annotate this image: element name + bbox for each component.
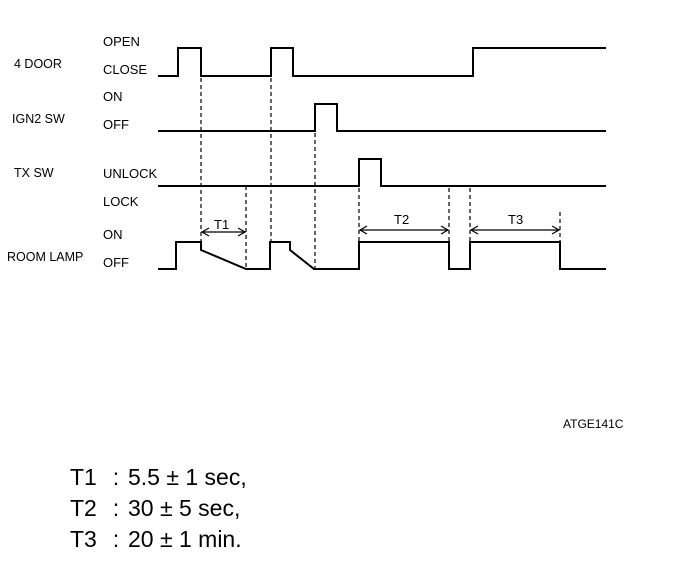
- timing-specs: T1:5.5 ± 1 sec, T2:30 ± 5 sec, T3:20 ± 1…: [70, 462, 247, 555]
- signal-label-ign2-sw: IGN2 SW: [12, 112, 65, 126]
- interval-label-t1: T1: [214, 217, 229, 232]
- state-label-off: OFF: [103, 117, 129, 132]
- state-label-unlock: UNLOCK: [103, 166, 158, 181]
- state-label-on: ON: [103, 89, 123, 104]
- signal-label-tx-sw: TX SW: [14, 166, 54, 180]
- figure-code: ATGE141C: [563, 417, 624, 431]
- interval-arrow-t1: [200, 227, 247, 237]
- signal-label-4-door: 4 DOOR: [14, 57, 62, 71]
- state-label-lamp-off: OFF: [103, 255, 129, 270]
- state-label-open: OPEN: [103, 34, 140, 49]
- spec-separator: :: [112, 464, 120, 490]
- waveform-tx-sw: [158, 158, 606, 187]
- interval-arrow-t3: [469, 225, 561, 235]
- spec-value: 5.5 ± 1 sec,: [128, 464, 247, 490]
- spec-row-t3: T3:20 ± 1 min.: [70, 524, 247, 555]
- state-label-lamp-on: ON: [103, 227, 123, 242]
- spec-row-t2: T2:30 ± 5 sec,: [70, 493, 247, 524]
- waveform-room-lamp: [158, 241, 606, 270]
- signal-label-room-lamp: ROOM LAMP: [7, 250, 83, 264]
- waveform-ign2-sw: [158, 103, 606, 132]
- spec-name: T1: [70, 464, 97, 490]
- interval-label-t2: T2: [394, 212, 409, 227]
- spec-value: 30 ± 5 sec,: [128, 495, 241, 521]
- spec-row-t1: T1:5.5 ± 1 sec,: [70, 462, 247, 493]
- state-label-lock: LOCK: [103, 194, 139, 209]
- interval-label-t3: T3: [508, 212, 523, 227]
- spec-value: 20 ± 1 min.: [128, 526, 242, 552]
- spec-name: T2: [70, 495, 97, 521]
- waveform-4-door: [158, 47, 606, 77]
- interval-arrow-t2: [358, 225, 450, 235]
- state-label-close: CLOSE: [103, 62, 147, 77]
- spec-separator: :: [112, 495, 120, 521]
- spec-name: T3: [70, 526, 97, 552]
- spec-separator: :: [112, 526, 120, 552]
